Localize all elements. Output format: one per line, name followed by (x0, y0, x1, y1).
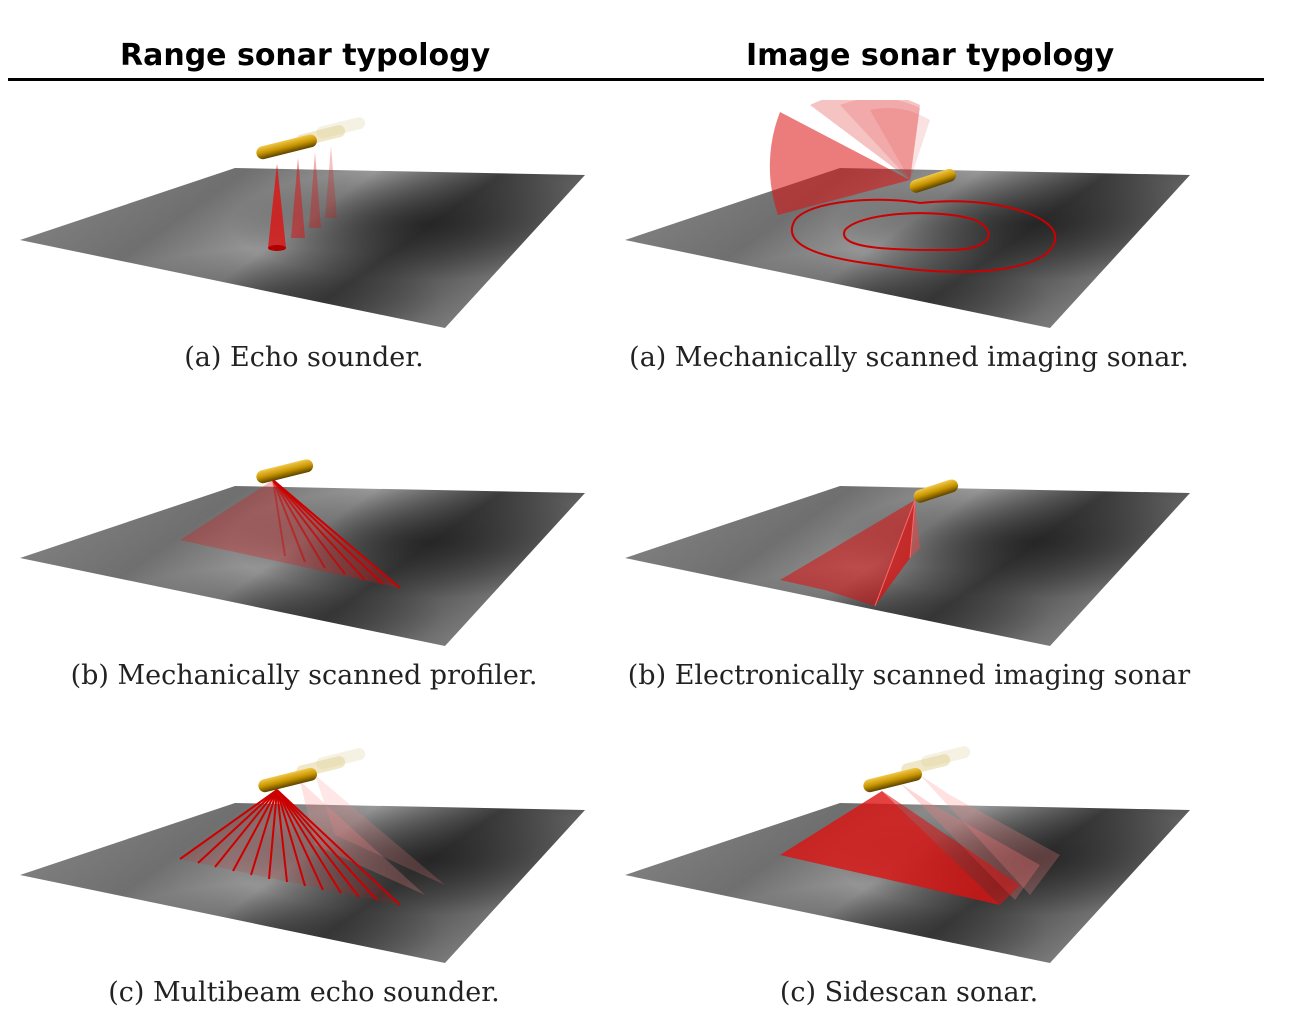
echo-beam (325, 146, 337, 218)
caption-echo-sounder: (a) Echo sounder. (184, 342, 424, 373)
mechanically-scanned-profiler-illustration (15, 418, 615, 658)
profiler-beam (272, 479, 401, 589)
auv-vehicle (913, 479, 959, 503)
header-divider (8, 78, 1264, 81)
caption-mechanically-scanned-imaging-sonar: (a) Mechanically scanned imaging sonar. (629, 342, 1189, 373)
scan-sector (810, 100, 920, 180)
scan-sector (769, 112, 910, 215)
range-sonar-header: Range sonar typology (120, 38, 491, 73)
profiler-beam (272, 479, 346, 575)
scan-footprint (790, 198, 1057, 273)
multibeam-fan (180, 790, 400, 905)
auv-vehicle (909, 168, 956, 193)
electronically-scanned-imaging-sonar-illustration (620, 418, 1220, 658)
multibeam-echo-sounder-illustration (15, 735, 615, 975)
sidescan-swath (882, 791, 1020, 905)
auv-vehicle (256, 134, 317, 160)
auv-vehicle (256, 459, 314, 484)
scan-footprint (843, 212, 990, 252)
image-sonar-header: Image sonar typology (746, 38, 1115, 73)
profiler-beam (272, 479, 384, 585)
echo-beam (268, 164, 286, 248)
sidescan-swath (780, 791, 1000, 905)
profiler-beam (272, 479, 326, 569)
echo-beam (309, 152, 321, 228)
scan-sector (840, 100, 920, 180)
echo-beam (291, 158, 305, 238)
caption-electronically-scanned-imaging-sonar: (b) Electronically scanned imaging sonar (627, 660, 1191, 691)
imaging-beam-volume (780, 500, 915, 606)
caption-mechanically-scanned-profiler: (b) Mechanically scanned profiler. (70, 660, 538, 691)
auv-vehicle (258, 767, 317, 793)
profiler-beam (272, 479, 366, 581)
profile-fan (180, 480, 400, 588)
sidescan-sonar-illustration (620, 735, 1220, 975)
profiler-beam (272, 479, 306, 563)
mechanically-scanned-imaging-sonar-illustration (620, 100, 1220, 340)
profiler-beam (272, 479, 286, 557)
imaging-beam-volume (910, 500, 920, 558)
multibeam-beams (179, 789, 401, 906)
auv-vehicle (863, 767, 922, 793)
scan-sector (870, 107, 930, 180)
caption-sidescan-sonar: (c) Sidescan sonar. (779, 977, 1039, 1008)
echo-sounder-illustration (15, 100, 615, 340)
caption-multibeam-echo-sounder: (c) Multibeam echo sounder. (108, 977, 500, 1008)
